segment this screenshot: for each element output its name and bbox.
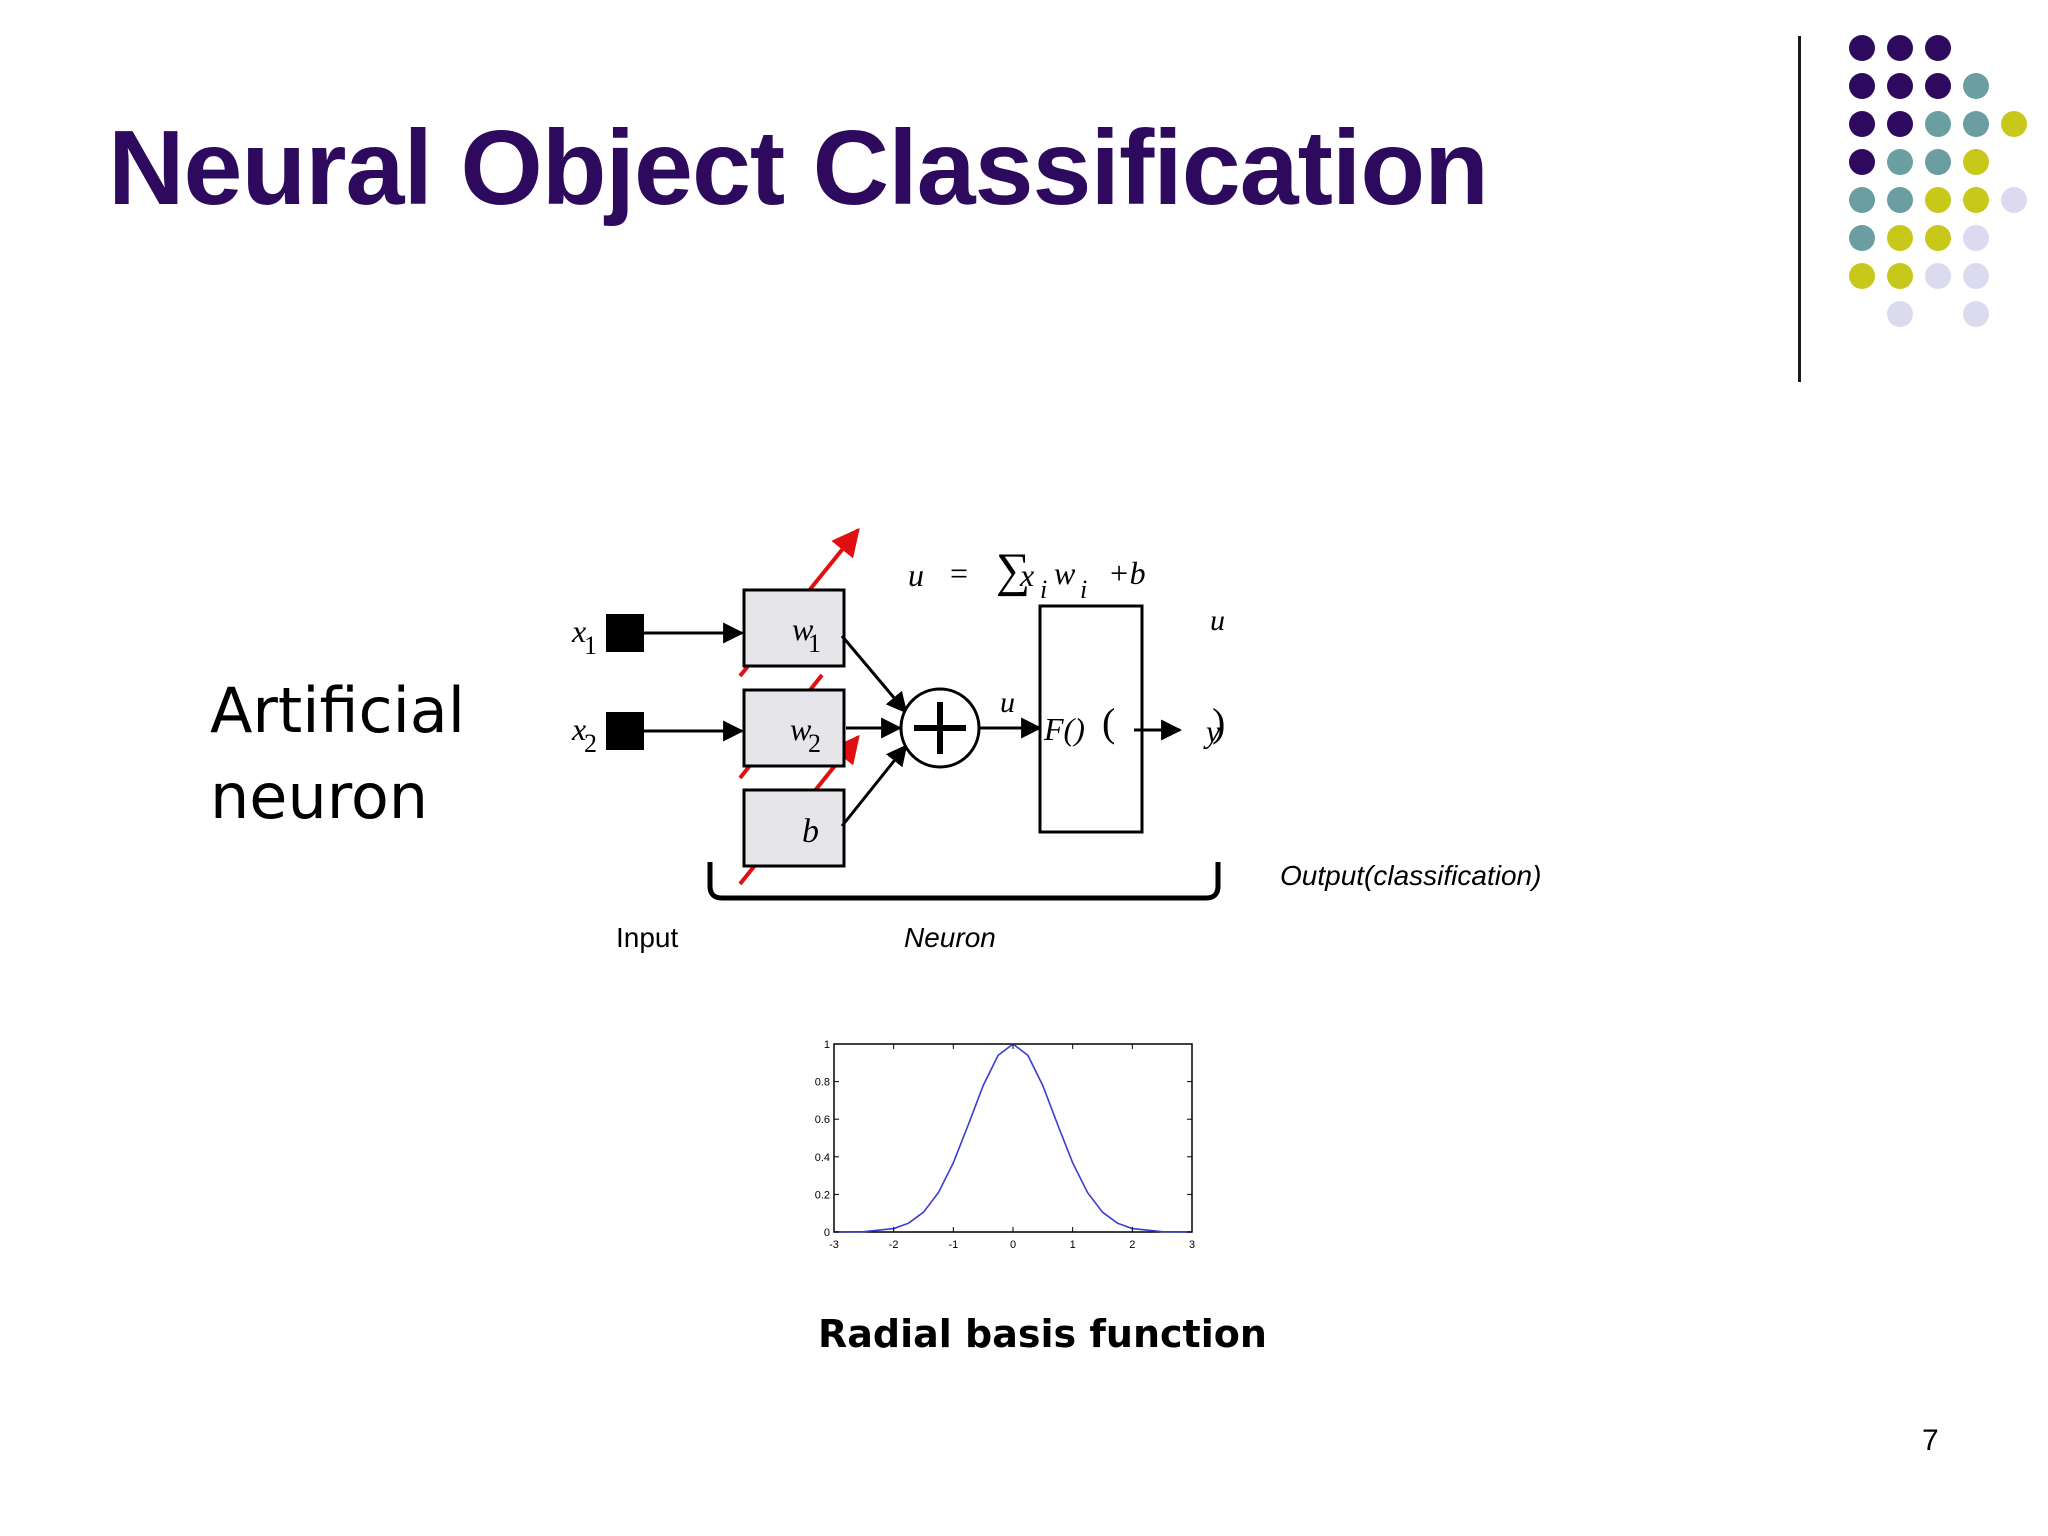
x-tick-label: 3 <box>1189 1239 1195 1251</box>
input-label-x1-sub: 1 <box>584 631 597 660</box>
decor-dot <box>1887 263 1913 289</box>
chart-title: Radial basis function <box>818 1312 1267 1356</box>
equation-sub-i2: i <box>1080 575 1087 604</box>
decor-dot <box>1925 35 1951 61</box>
decor-dot <box>1887 187 1913 213</box>
decor-dot <box>1849 111 1875 137</box>
decor-dot <box>1849 187 1875 213</box>
decor-dot <box>1963 263 1989 289</box>
equation-sigma: ∑ <box>996 544 1030 597</box>
x-tick-label: -2 <box>889 1239 899 1251</box>
decorative-dot-grid <box>1849 35 2027 327</box>
x-tick-label: 0 <box>1010 1239 1016 1251</box>
bias-box <box>742 788 846 868</box>
y-tick-label: 0 <box>824 1227 830 1239</box>
decor-dot <box>1849 149 1875 175</box>
decor-dot <box>1887 73 1913 99</box>
decor-dot <box>1887 149 1913 175</box>
activation-box <box>1038 604 1144 834</box>
paren-close: ) <box>1212 700 1225 745</box>
decor-dot <box>1963 187 1989 213</box>
decor-dot <box>1925 187 1951 213</box>
neuron-diagram: x 1 x 2 w 1 w 2 b u F() ( y ) u u = ∑ x … <box>571 527 1225 901</box>
input-label-x2: x <box>571 711 586 747</box>
equation-w: w <box>1054 555 1076 591</box>
decor-dot <box>1849 35 1875 61</box>
x-tick-label: 2 <box>1129 1239 1135 1251</box>
series-line-rbf <box>833 1042 1193 1233</box>
decor-dot <box>1887 111 1913 137</box>
x-tick-label: -1 <box>948 1239 958 1251</box>
arrow-b-to-sum <box>840 744 908 827</box>
weight-box-w1 <box>742 588 846 668</box>
paren-open: ( <box>1102 700 1115 745</box>
page-number: 7 <box>1922 1424 1939 1457</box>
decor-dot <box>1887 225 1913 251</box>
decor-dot <box>2001 187 2027 213</box>
decor-dot <box>1963 73 1989 99</box>
bias-label: b <box>802 813 819 850</box>
input-label-x2-sub: 2 <box>584 729 597 758</box>
decor-dot <box>1849 225 1875 251</box>
input-node-x1 <box>606 614 644 652</box>
decor-dot <box>1963 225 1989 251</box>
u-label-top: u <box>1210 604 1225 637</box>
output-label-y: y <box>1203 713 1221 749</box>
decor-dot <box>1887 35 1913 61</box>
chart-plot-frame <box>833 1043 1193 1233</box>
equation-equals: = <box>950 555 968 591</box>
decor-dot <box>1925 73 1951 99</box>
artificial-neuron-label: Artificial neuron <box>210 668 465 840</box>
caption-neuron: Neuron <box>904 922 996 953</box>
label-line-1: Artificial <box>210 674 466 747</box>
input-label-x1: x <box>571 613 586 649</box>
label-line-2: neuron <box>210 760 429 833</box>
header-divider-line <box>1798 36 1801 382</box>
neuron-bracket <box>707 862 1221 901</box>
y-tick-label: 0.6 <box>815 1114 830 1126</box>
equation-x: x <box>1019 557 1034 593</box>
weight-label-w1: w <box>792 611 814 647</box>
caption-output: Output(classification) <box>1280 860 1542 891</box>
y-tick-label: 1 <box>824 1039 830 1051</box>
decor-dot <box>1925 263 1951 289</box>
input-node-x2 <box>606 712 644 750</box>
decor-dot <box>1925 149 1951 175</box>
equation-lhs: u <box>908 557 924 593</box>
activation-label: F() <box>1043 711 1085 747</box>
caption-input: Input <box>616 922 679 953</box>
u-label-mid: u <box>1000 686 1015 719</box>
weight-label-w2-sub: 2 <box>808 729 821 758</box>
decor-dot <box>1887 301 1913 327</box>
decor-dot <box>1963 149 1989 175</box>
decor-dot <box>1963 301 1989 327</box>
decor-dot <box>1925 111 1951 137</box>
decor-dot <box>1963 111 1989 137</box>
x-tick-label: -3 <box>829 1239 839 1251</box>
x-tick-label: 1 <box>1070 1239 1076 1251</box>
y-tick-label: 0.2 <box>815 1189 830 1201</box>
decor-dot <box>1849 73 1875 99</box>
equation-sub-i: i <box>1040 575 1047 604</box>
arrow-w1-to-sum <box>840 635 908 714</box>
weight-label-w1-sub: 1 <box>808 629 821 658</box>
decor-dot <box>1925 225 1951 251</box>
weight-box-w2 <box>742 688 846 768</box>
weight-label-w2: w <box>790 711 812 747</box>
slide-title: Neural Object Classification <box>108 109 1489 227</box>
y-tick-label: 0.8 <box>815 1077 830 1089</box>
decor-dot <box>2001 111 2027 137</box>
equation-plus-b: +b <box>1108 555 1146 591</box>
y-tick-label: 0.4 <box>815 1152 830 1164</box>
decor-dot <box>1849 263 1875 289</box>
